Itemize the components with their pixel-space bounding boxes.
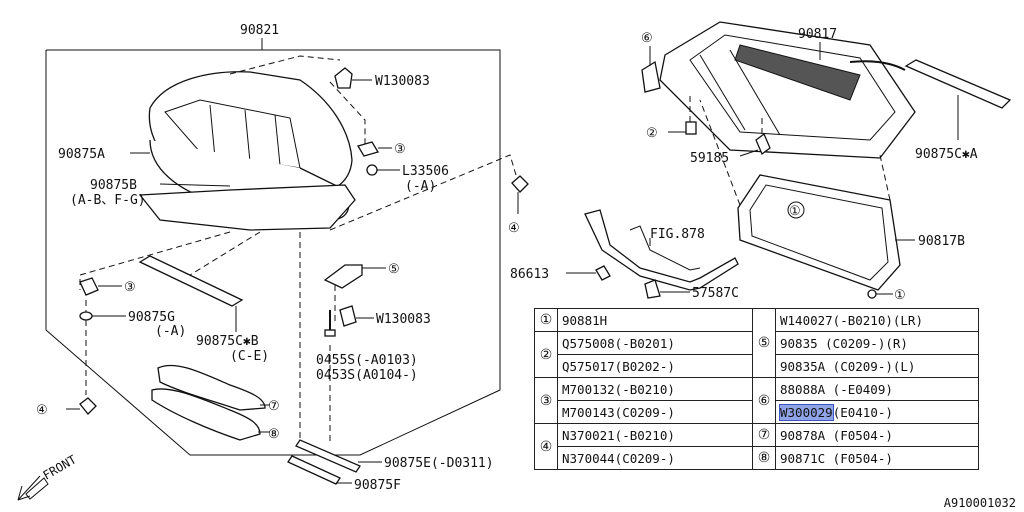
assembly-frame (45, 49, 501, 456)
label-90875cb-sub: (C-E) (230, 349, 269, 364)
label-90875a: 90875A (58, 147, 105, 162)
row-num-4: ④ (534, 423, 558, 470)
row-num-5: ⑤ (752, 308, 776, 378)
cell: 90881H (557, 308, 753, 332)
intercooler-90817 (659, 21, 916, 159)
label-90875ca: 90875C✱A (915, 147, 978, 162)
strip-90875cb (138, 255, 244, 307)
table-row: Q575017(B0202-) 90835A (C0209-)(L) (535, 354, 979, 378)
label-0455s: 0455S(-A0103) (316, 353, 418, 368)
label-90875g: 90875G (128, 310, 175, 325)
clip-1-b (867, 289, 877, 299)
cell: M700143(C0209-) (557, 400, 753, 424)
label-90817b: 90817B (918, 234, 965, 249)
cell: 90835 (C0209-)(R) (775, 331, 979, 355)
callout-2: ② (646, 126, 658, 141)
cell: 90835A (C0209-)(L) (775, 354, 979, 378)
clip-w130083-top (334, 67, 353, 89)
parts-table: ① 90881H ⑤ W140027(-B0210)(LR) ② Q575008… (534, 308, 979, 470)
callout-4-right: ④ (508, 221, 520, 236)
bolt (324, 329, 336, 337)
row-num-2: ② (534, 331, 558, 378)
nut-3 (357, 141, 379, 157)
duct-90817b (737, 174, 901, 291)
label-90875b: 90875B (90, 178, 137, 193)
cell: 90871C (F0504-) (775, 446, 979, 470)
label-w130083-mid: W130083 (376, 312, 431, 327)
callout-1-a: ① (789, 204, 801, 219)
front-label: FRONT (41, 452, 79, 482)
pipe-fig878 (584, 209, 739, 291)
grommet-59185 (755, 132, 771, 156)
seal-7 (157, 364, 266, 411)
front-arrow: FRONT (17, 452, 79, 501)
table-row: M700143(C0209-) W300029(E0410-) (535, 400, 979, 424)
label-90875b-sub: (A-B、F-G) (70, 193, 146, 208)
strip-90875f (287, 455, 341, 485)
label-fig878: FIG.878 (650, 227, 705, 242)
cell: W140027(-B0210)(LR) (775, 308, 979, 332)
callout-4-left: ④ (36, 403, 48, 418)
strip-90875e (295, 439, 361, 473)
callout-5: ⑤ (388, 262, 400, 277)
table-row: N370044(C0209-) ⑧ 90871C (F0504-) (535, 446, 979, 470)
diagram-code: A910001032 (943, 496, 1016, 510)
label-90817: 90817 (798, 27, 837, 42)
clip-4-left (79, 397, 97, 415)
highlighted-part-number[interactable]: W300029 (779, 403, 834, 421)
label-0453s: 0453S(A0104-) (316, 368, 418, 383)
clip-4-right (511, 175, 529, 193)
seal-8 (151, 388, 261, 441)
cell: N370021(-B0210) (557, 423, 753, 447)
callout-7: ⑦ (268, 399, 280, 414)
bolt-2 (685, 121, 697, 135)
label-l33506-sub: (-A) (405, 179, 436, 194)
row-num-8: ⑧ (752, 446, 776, 470)
table-row: ③ M700132(-B0210) ⑥ 88088A (-E0409) (534, 377, 979, 424)
bracket-6 (641, 60, 661, 93)
label-86613: 86613 (510, 267, 549, 282)
label-90875cb: 90875C✱B (196, 334, 259, 349)
cell: N370044(C0209-) (557, 446, 753, 470)
clamp-57587c (644, 279, 661, 299)
cell: Q575008(-B0201) (557, 331, 753, 355)
table-row: ④ N370021(-B0210) ⑦ 90878A (F0504-) (534, 423, 979, 470)
row-num-6: ⑥ (752, 377, 776, 424)
label-90875f: 90875F (354, 478, 401, 493)
bracket-5 (323, 264, 363, 289)
label-57587c: 57587C (692, 286, 739, 301)
cell: W300029(E0410-) (775, 400, 979, 424)
hose-86613 (595, 265, 611, 281)
callout-1-b: ① (894, 288, 906, 303)
nut-3-left (79, 277, 99, 296)
label-90875g-sub: (-A) (155, 324, 186, 339)
row-num-1: ① (534, 308, 558, 332)
row-num-7: ⑦ (752, 423, 776, 447)
cell: Q575017(B0202-) (557, 354, 753, 378)
callout-3-top: ③ (394, 142, 406, 157)
cell: 88088A (-E0409) (775, 377, 979, 401)
cell: 90878A (F0504-) (775, 423, 979, 447)
callout-8: ⑧ (268, 427, 280, 442)
base-90875b (138, 184, 356, 231)
row-num-3: ③ (534, 377, 558, 424)
strip-90875ca (904, 59, 1012, 109)
label-l33506: L33506 (402, 164, 449, 179)
cell-suffix: (E0410-) (832, 404, 893, 420)
callout-3-left: ③ (124, 280, 136, 295)
label-w130083-top: W130083 (375, 74, 430, 89)
clip-w130083-mid (339, 305, 357, 327)
label-90821: 90821 (240, 23, 279, 38)
callout-6: ⑥ (641, 31, 653, 46)
table-row: ① 90881H ⑤ W140027(-B0210)(LR) (534, 308, 979, 378)
label-59185: 59185 (690, 151, 729, 166)
washer-l33506 (366, 164, 378, 176)
washer-90875g (79, 311, 93, 321)
label-90875e: 90875E(-D0311) (384, 456, 494, 471)
cell: M700132(-B0210) (557, 377, 753, 401)
